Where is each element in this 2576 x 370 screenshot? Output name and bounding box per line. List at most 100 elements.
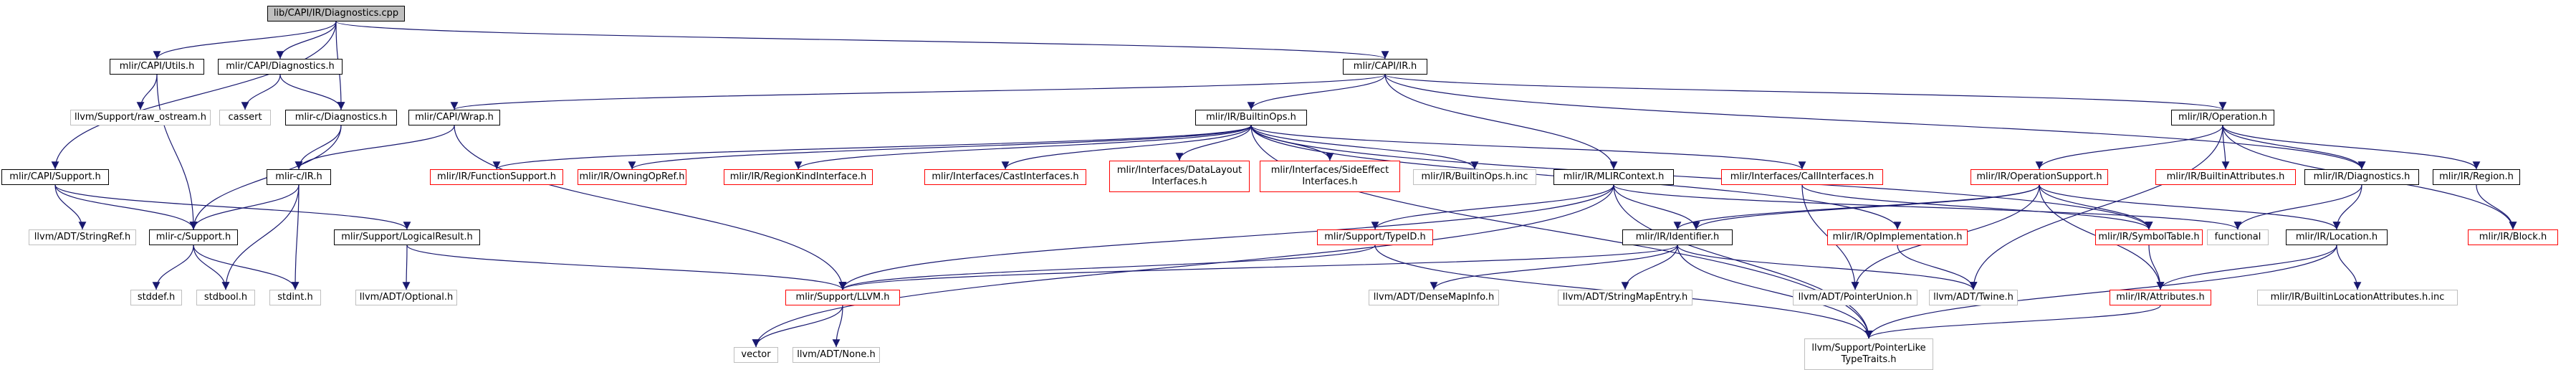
node-support_llvm[interactable]: mlir/Support/LLVM.h xyxy=(785,290,900,305)
edge-capiUtils-to-rawOstream xyxy=(136,74,158,110)
edge-capiSupport-to-logicalResult xyxy=(54,184,411,230)
edge-identifier-to-twine xyxy=(1677,245,1978,290)
node-capiSupport[interactable]: mlir/CAPI/Support.h xyxy=(1,169,109,185)
edge-mlirContext-to-typeID xyxy=(1371,184,1614,230)
edge-identifier-to-stringMapEntry xyxy=(1621,245,1678,290)
node-block[interactable]: mlir/IR/Block.h xyxy=(2468,229,2558,245)
edge-callIf-to-symbolTable xyxy=(1801,184,2153,230)
node-castIf[interactable]: mlir/Interfaces/CastInterfaces.h xyxy=(924,169,1086,185)
node-vector: vector xyxy=(734,347,778,363)
edge-operation-to-opSupport xyxy=(2035,125,2223,170)
edge-mlircSupport-to-stddef xyxy=(152,245,194,290)
edge-irDiag-to-functional xyxy=(2233,184,2362,230)
edge-capiIR-to-builtinOps xyxy=(1247,74,1386,110)
node-operation[interactable]: mlir/IR/Operation.h xyxy=(2171,110,2274,125)
edge-builtinOps-to-funcSupport xyxy=(492,125,1252,170)
node-stringMapEntry: llvm/ADT/StringMapEntry.h xyxy=(1558,290,1692,305)
node-stdbool: stdbool.h xyxy=(196,290,255,305)
node-root[interactable]: lib/CAPI/IR/Diagnostics.cpp xyxy=(267,6,405,22)
node-irDiag[interactable]: mlir/IR/Diagnostics.h xyxy=(2304,169,2419,185)
node-mlircDiag[interactable]: mlir-c/Diagnostics.h xyxy=(285,110,397,125)
node-builtinAttrs[interactable]: mlir/IR/BuiltinAttributes.h xyxy=(2155,169,2296,185)
edge-attributes-to-ptrLike xyxy=(1864,305,2161,339)
node-typeID[interactable]: mlir/Support/TypeID.h xyxy=(1317,229,1433,245)
node-builtinLocAttrs: mlir/IR/BuiltinLocationAttributes.h.inc xyxy=(2257,290,2458,305)
node-sideEffect[interactable]: mlir/Interfaces/SideEffect Interfaces.h xyxy=(1260,161,1400,192)
edge-capiIR-to-mlirContext xyxy=(1384,74,1618,170)
edge-capiUtils-to-mlircSupport xyxy=(156,74,198,230)
node-opImpl[interactable]: mlir/IR/OpImplementation.h xyxy=(1827,229,1968,245)
edge-root-to-capiDiag xyxy=(276,21,337,60)
edge-capiWrap-to-mlircIR xyxy=(295,125,455,170)
edge-operation-to-region xyxy=(2222,125,2481,170)
node-stringRef: llvm/ADT/StringRef.h xyxy=(29,229,136,245)
edge-opSupport-to-symbolTable xyxy=(2039,184,2153,230)
edge-identifier-to-denseMapInfo xyxy=(1430,245,1678,290)
edge-capiWrap-to-support_llvm xyxy=(454,125,847,290)
edge-opSupport-to-identifier xyxy=(1673,184,2040,230)
node-capiWrap[interactable]: mlir/CAPI/Wrap.h xyxy=(408,110,500,125)
edge-location-to-attributes xyxy=(2156,245,2337,290)
edge-mlirContext-to-vector xyxy=(752,184,1614,348)
node-capiUtils[interactable]: mlir/CAPI/Utils.h xyxy=(110,59,204,75)
node-builtinOps[interactable]: mlir/IR/BuiltinOps.h xyxy=(1195,110,1307,125)
edge-mlirContext-to-memory xyxy=(1613,184,1700,230)
edge-capiDiag-to-cassert xyxy=(241,74,281,110)
node-region[interactable]: mlir/IR/Region.h xyxy=(2433,169,2520,185)
edge-builtinOps-to-dataLayout xyxy=(1175,125,1252,161)
node-location[interactable]: mlir/IR/Location.h xyxy=(2286,229,2388,245)
edge-capiIR-to-capiWrap xyxy=(451,74,1386,110)
node-attributes[interactable]: mlir/IR/Attributes.h xyxy=(2110,290,2211,305)
node-symbolTable[interactable]: mlir/IR/SymbolTable.h xyxy=(2095,229,2203,245)
edge-region-to-block xyxy=(2476,184,2517,230)
node-dataLayout[interactable]: mlir/Interfaces/DataLayout Interfaces.h xyxy=(1109,161,1250,192)
edge-typeID-to-support_llvm xyxy=(838,245,1376,290)
edge-builtinOps-to-builtinOpsInc xyxy=(1250,125,1479,170)
edge-irDiag-to-location xyxy=(2332,184,2362,230)
edge-location-to-ptrLike xyxy=(1864,245,2337,339)
node-callIf[interactable]: mlir/Interfaces/CallInterfaces.h xyxy=(1721,169,1883,185)
edge-builtinOps-to-regionKind xyxy=(794,125,1252,170)
edge-builtinOps-to-callIf xyxy=(1250,125,1806,170)
edge-builtinOps-to-owningOpRef xyxy=(628,125,1252,170)
edge-operation-to-builtinAttrs xyxy=(2221,125,2230,170)
node-stddef: stddef.h xyxy=(130,290,182,305)
node-mlirContext[interactable]: mlir/IR/MLIRContext.h xyxy=(1553,169,1674,185)
node-mlircIR[interactable]: mlir-c/IR.h xyxy=(267,169,331,185)
node-logicalResult[interactable]: mlir/Support/LogicalResult.h xyxy=(334,229,480,245)
edge-capiIR-to-irDiag xyxy=(1384,74,2366,170)
node-builtinOpsInc: mlir/IR/BuiltinOps.h.inc xyxy=(1413,169,1536,185)
edge-mlircSupport-to-stdbool xyxy=(193,245,230,290)
node-identifier[interactable]: mlir/IR/Identifier.h xyxy=(1622,229,1733,245)
edge-identifier-to-support_llvm xyxy=(839,245,1678,290)
node-owningOpRef[interactable]: mlir/IR/OwningOpRef.h xyxy=(578,169,686,185)
node-optional: llvm/ADT/Optional.h xyxy=(355,290,457,305)
edge-builtinOps-to-castIf xyxy=(1001,125,1252,170)
node-denseMapInfo: llvm/ADT/DenseMapInfo.h xyxy=(1369,290,1499,305)
node-capiDiag[interactable]: mlir/CAPI/Diagnostics.h xyxy=(218,59,343,75)
edge-mlircIR-to-stdbool xyxy=(221,184,300,290)
node-functional: functional xyxy=(2207,229,2269,245)
edge-mlircIR-to-mlircSupport xyxy=(189,184,300,230)
edge-builtinOps-to-symbolTable xyxy=(1250,125,2153,230)
edge-operation-to-twine xyxy=(1969,125,2223,290)
edge-logicalResult-to-support_llvm xyxy=(406,245,847,290)
node-opSupport[interactable]: mlir/IR/OperationSupport.h xyxy=(1971,169,2108,185)
edge-support_llvm-to-vector xyxy=(752,305,843,348)
edge-location-to-builtinLocAttrs xyxy=(2336,245,2362,290)
edge-root-to-capiSupport xyxy=(51,21,337,170)
edge-symbolTable-to-attributes xyxy=(2148,245,2165,290)
edge-capiIR-to-operation xyxy=(1384,74,2226,110)
edge-capiSupport-to-stringRef xyxy=(54,184,87,230)
node-none: llvm/ADT/None.h xyxy=(793,347,880,363)
edge-opSupport-to-location xyxy=(2039,184,2341,230)
edge-logicalResult-to-optional xyxy=(402,245,411,290)
node-capiIR[interactable]: mlir/CAPI/IR.h xyxy=(1343,59,1427,75)
edge-opImpl-to-twine xyxy=(1897,245,1978,290)
node-mlircSupport[interactable]: mlir-c/Support.h xyxy=(149,229,238,245)
node-pointerUnion: llvm/ADT/PointerUnion.h xyxy=(1793,290,1917,305)
node-regionKind[interactable]: mlir/IR/RegionKindInterface.h xyxy=(724,169,873,185)
node-funcSupport[interactable]: mlir/IR/FunctionSupport.h xyxy=(430,169,563,185)
node-twine: llvm/ADT/Twine.h xyxy=(1929,290,2018,305)
